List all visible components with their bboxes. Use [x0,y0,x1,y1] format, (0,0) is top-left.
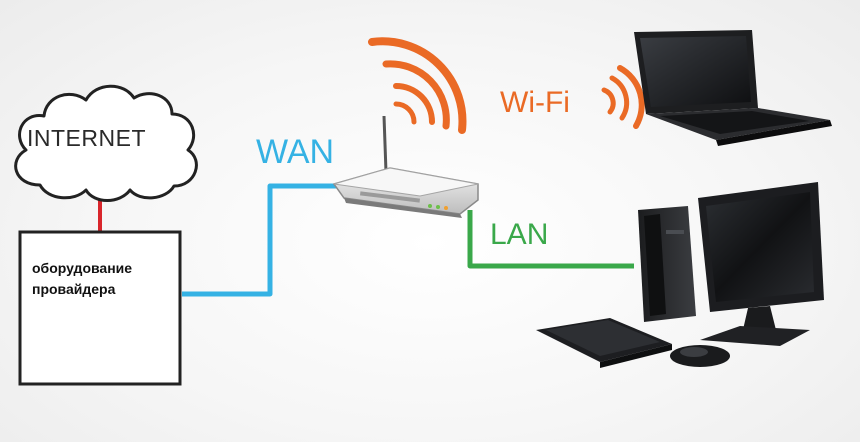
router-icon [332,115,479,218]
internet-label: INTERNET [27,125,146,151]
lan-cable [467,210,634,269]
wifi-label: Wi-Fi [500,86,570,119]
wan-cable [182,183,340,297]
wifi-waves-laptop-icon [601,65,645,129]
laptop-icon [634,30,832,146]
wan-label: WAN [256,133,335,171]
provider-equipment-box [18,230,182,386]
lan-label: LAN [490,218,549,251]
provider-equipment-label: оборудование провайдера [32,258,182,300]
desktop-computer-icon [536,182,824,368]
wifi-waves-icon [368,37,467,134]
cloud-icon [14,84,198,202]
provider-label-line2: провайдера [32,281,116,297]
provider-label-line1: оборудование [32,260,133,276]
